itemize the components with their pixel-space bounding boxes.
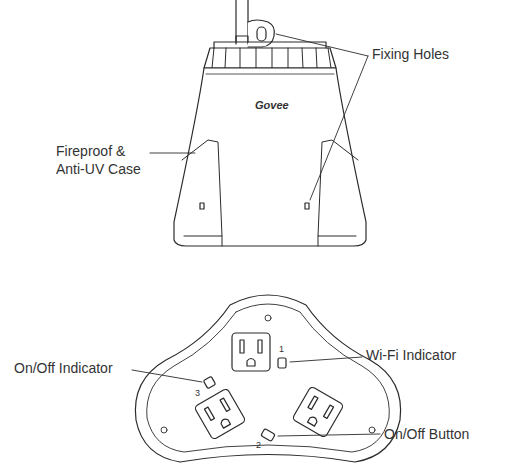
part-label: Wi-Fi Indicator: [366, 347, 456, 365]
part-label: On/Off Indicator: [14, 360, 113, 378]
part-label: Fireproof & Anti-UV Case: [56, 143, 148, 178]
outlet-number: 1: [279, 344, 284, 355]
part-label: Fixing Holes: [372, 46, 449, 64]
outlet-number: 3: [195, 388, 200, 399]
brand-logo: Govee: [255, 99, 289, 113]
outlet-number: 2: [256, 440, 261, 451]
part-label: On/Off Button: [384, 426, 469, 444]
